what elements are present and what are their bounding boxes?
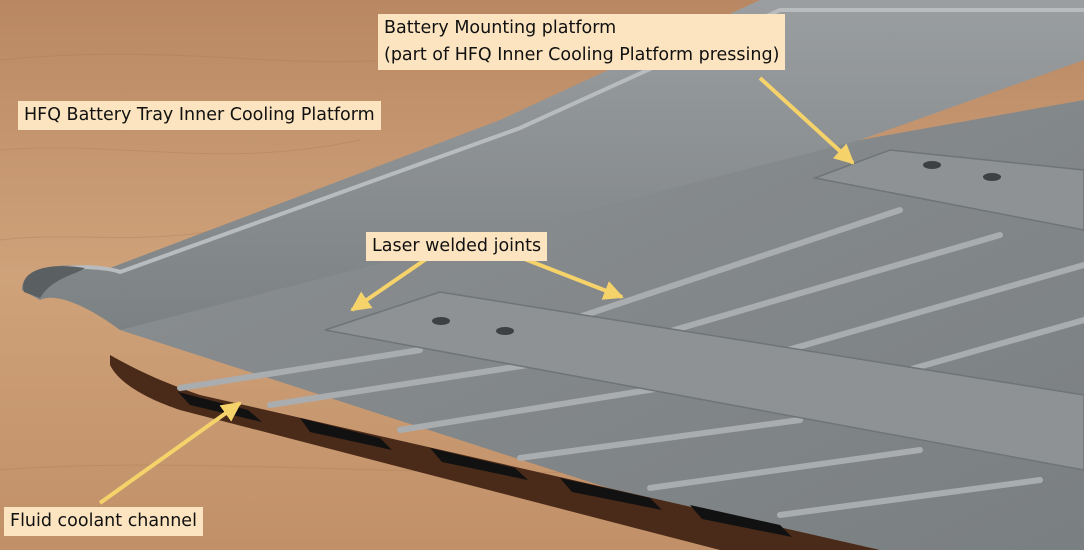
arrow-laser-left bbox=[350, 253, 434, 312]
coolant-channel-openings bbox=[178, 392, 792, 537]
tray-outer-wall bbox=[22, 0, 1084, 330]
cooling-ribs bbox=[177, 207, 1084, 518]
label-battery-mounting-line1: Battery Mounting platform bbox=[384, 18, 617, 38]
mounting-platform-back bbox=[812, 149, 1084, 231]
mounting-platform-front bbox=[324, 291, 1084, 471]
label-battery-mounting-platform: Battery Mounting platform (part of HFQ I… bbox=[378, 14, 786, 70]
tray-rim-lip bbox=[23, 266, 85, 298]
label-battery-mounting-line2: (part of HFQ Inner Cooling Platform pres… bbox=[384, 45, 780, 65]
label-inner-cooling-platform-text: HFQ Battery Tray Inner Cooling Platform bbox=[24, 105, 375, 125]
label-inner-cooling-platform: HFQ Battery Tray Inner Cooling Platform bbox=[18, 101, 381, 130]
arrow-laser-right bbox=[521, 256, 624, 300]
arrow-coolant bbox=[98, 401, 242, 505]
label-laser-welded-joints-text: Laser welded joints bbox=[372, 236, 542, 256]
label-fluid-coolant-channel-text: Fluid coolant channel bbox=[10, 511, 197, 531]
label-fluid-coolant-channel: Fluid coolant channel bbox=[4, 507, 203, 536]
arrow-mounting bbox=[758, 76, 855, 165]
mounting-holes bbox=[432, 161, 1001, 335]
label-laser-welded-joints: Laser welded joints bbox=[366, 232, 548, 261]
